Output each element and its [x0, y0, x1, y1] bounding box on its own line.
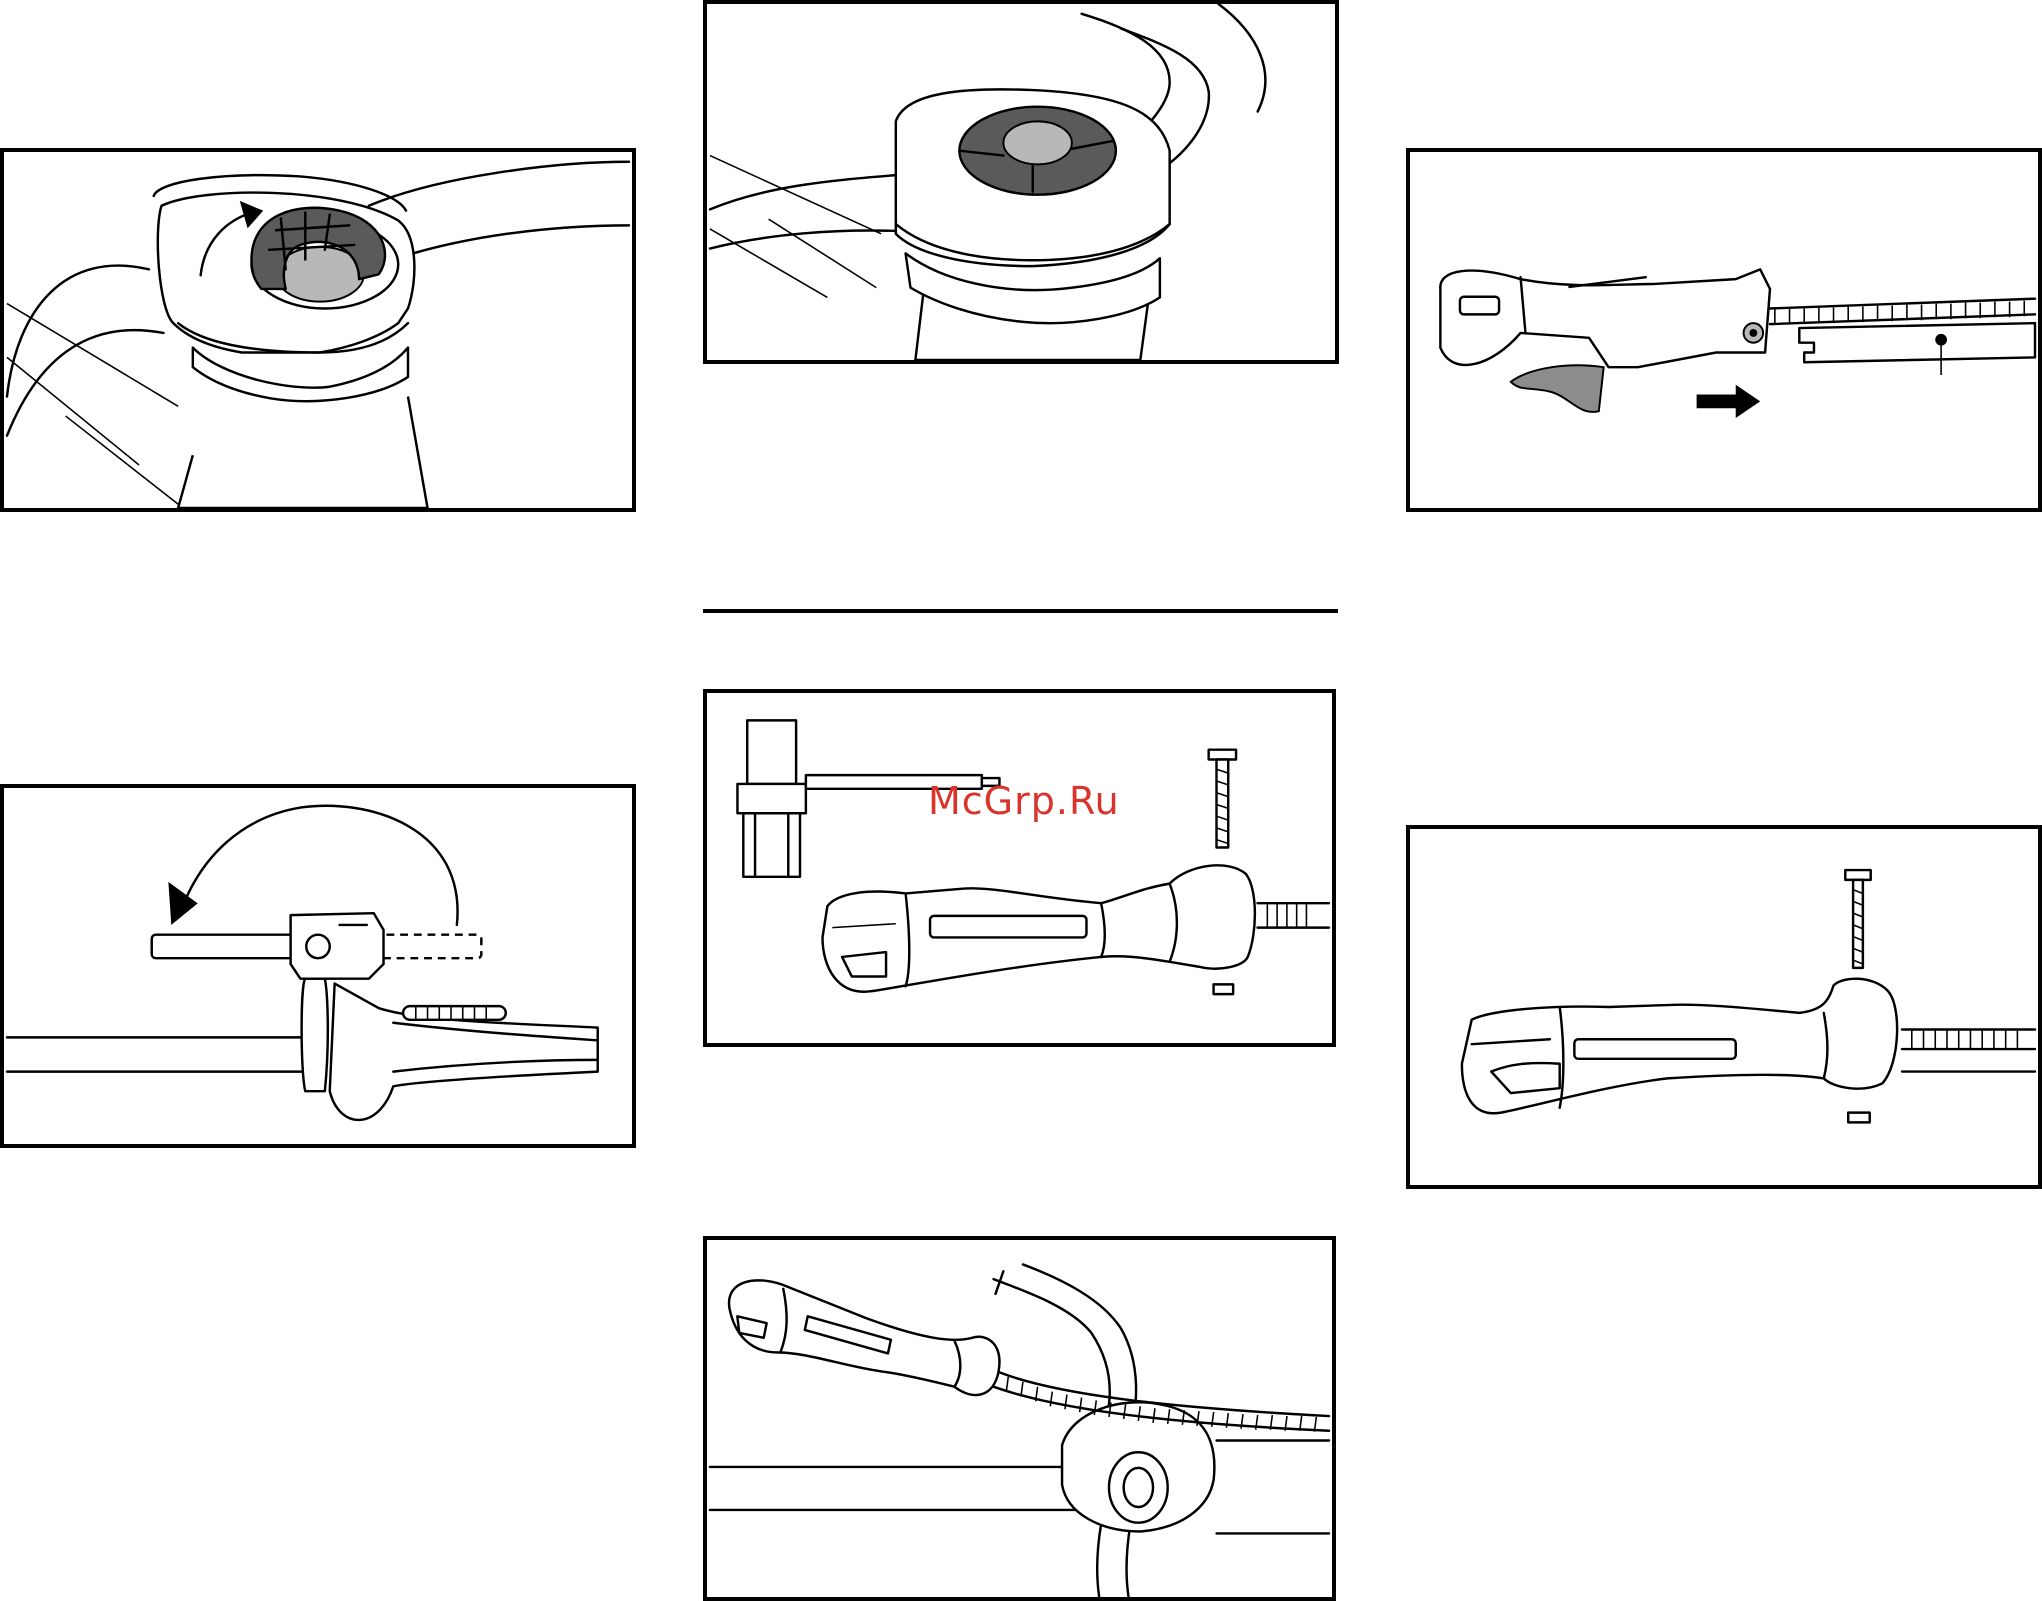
handle-icon: [4, 788, 632, 1144]
figure-grip-mounted-handlebar: [703, 1236, 1336, 1601]
bolt-icon: [1410, 829, 2038, 1185]
grip-icon: [1410, 152, 2038, 508]
watermark-text: McGrp.Ru: [928, 779, 1120, 823]
figure-tool-and-bolt: [703, 689, 1336, 1047]
figure-handle-fold: [0, 784, 636, 1148]
figure-knob-loosen: [0, 148, 636, 512]
section-divider: [703, 609, 1338, 613]
figure-grip-bolt-install: [1406, 825, 2042, 1189]
handlebar-icon: [707, 4, 1335, 360]
handlebar-icon: [707, 1240, 1332, 1597]
figure-clamp-tightened: [703, 0, 1339, 364]
clamp-knob-icon: [4, 152, 632, 508]
combination-wrench-icon: [707, 693, 1332, 1043]
figure-grip-slide-off: [1406, 148, 2042, 512]
